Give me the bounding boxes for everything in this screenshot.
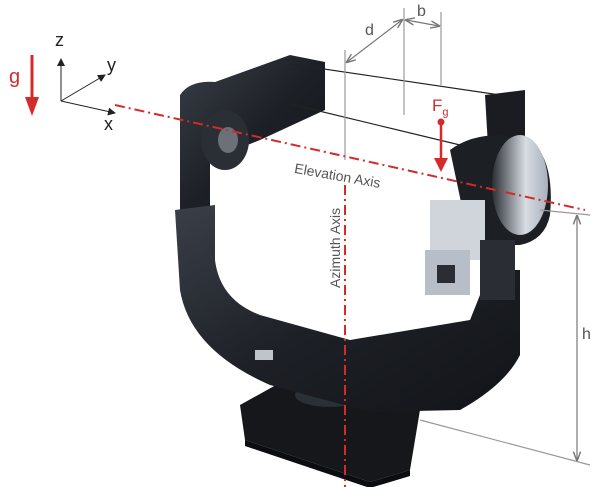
z-axis-label: z <box>55 30 64 50</box>
force-label: Fg <box>432 96 449 118</box>
dimension-b-arrow <box>406 20 439 26</box>
dimension-d-label: d <box>365 22 374 39</box>
force-label-main: F <box>432 96 443 115</box>
gravity-arrow <box>25 55 39 116</box>
gravity-label: g <box>9 66 21 88</box>
dimension-d-arrow <box>347 20 402 62</box>
y-axis-label: y <box>107 55 116 75</box>
gimbal-yoke <box>175 55 551 412</box>
dimension-h-label: h <box>582 326 591 343</box>
azimuth-axis-label: Azimuth Axis <box>327 207 343 288</box>
elevation-axis-line <box>114 104 586 211</box>
payload-frame-lines <box>289 63 501 146</box>
dimension-b-label: b <box>417 3 426 20</box>
coordinate-frame <box>57 58 116 116</box>
force-label-subscript: g <box>442 106 449 119</box>
force-arrow <box>434 118 448 172</box>
x-axis-label: x <box>104 114 113 134</box>
